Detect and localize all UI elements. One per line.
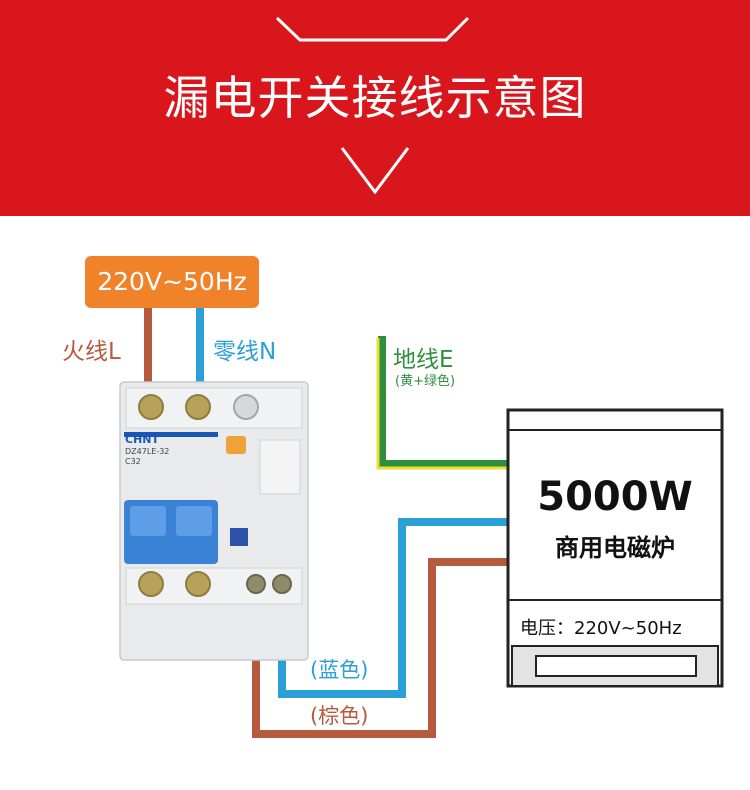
live-wire-label: 火线L: [62, 339, 121, 365]
breaker-brand: CHNT: [125, 433, 159, 446]
earth-wire-label: 地线E: [393, 347, 454, 373]
header-banner: 漏电开关接线示意图: [0, 0, 750, 216]
breaker-model: DZ47LE-32: [125, 447, 170, 456]
bottom-chevron-icon: [340, 147, 410, 195]
induction-cooker: [506, 408, 724, 688]
appliance-voltage: 电压：220V~50Hz: [520, 618, 682, 639]
neutral-wire-label: 零线N: [213, 339, 277, 365]
earth-wire-yellow: [376, 338, 512, 470]
breaker-rating: C32: [125, 457, 141, 466]
leakage-breaker: [119, 381, 309, 661]
appliance-name: 商用电磁炉: [555, 534, 675, 562]
supply-badge: 220V~50Hz: [85, 256, 259, 308]
blue-wire-label: (蓝色): [310, 658, 369, 682]
top-chevron-icon: [275, 16, 470, 42]
earth-wire-green: [378, 336, 512, 468]
earth-wire-note: (黄+绿色): [395, 374, 456, 389]
brown-output-wire: [252, 558, 512, 738]
brown-wire-label: (棕色): [310, 704, 369, 728]
appliance-power: 5000W: [537, 474, 693, 520]
blue-output-wire: [278, 518, 512, 698]
diagram-title: 漏电开关接线示意图: [163, 71, 587, 125]
